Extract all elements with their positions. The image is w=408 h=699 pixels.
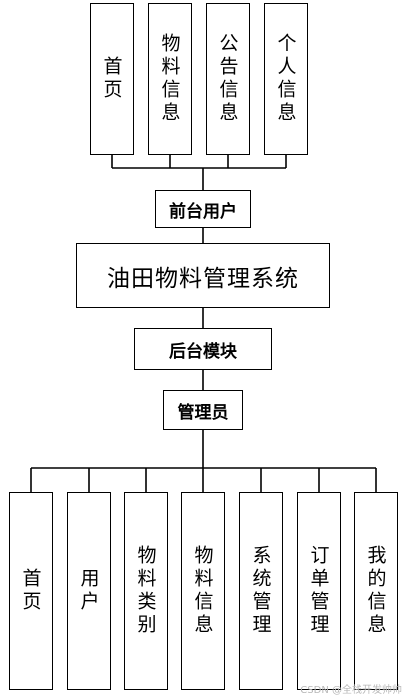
module-box-user: 用户 <box>67 492 111 690</box>
module-box-material-info: 物料信息 <box>181 492 225 690</box>
system-title: 油田物料管理系统 <box>107 265 299 292</box>
module-box-announcement: 公告信息 <box>206 3 250 155</box>
module-box-system-management: 系统管理 <box>239 492 283 690</box>
module-label: 系统管理 <box>249 545 272 637</box>
admin-box: 管理员 <box>163 390 243 430</box>
module-box-home: 首页 <box>9 492 53 690</box>
module-label: 用户 <box>77 568 100 614</box>
admin-label: 管理员 <box>177 402 229 423</box>
module-label: 首页 <box>100 56 123 102</box>
module-label: 物料信息 <box>191 545 214 637</box>
module-label: 我的信息 <box>364 545 387 637</box>
module-label: 公告信息 <box>216 33 239 125</box>
module-label: 订单管理 <box>307 545 330 637</box>
frontend-user-box: 前台用户 <box>155 190 251 228</box>
watermark-text: CSDN @全栈开发帅帅 <box>300 685 402 696</box>
module-box-material-info: 物料信息 <box>148 3 192 155</box>
module-box-my-info: 我的信息 <box>354 492 398 690</box>
backend-module-label: 后台模块 <box>169 341 237 362</box>
module-label: 物料类别 <box>134 545 157 637</box>
module-box-material-category: 物料类别 <box>124 492 168 690</box>
system-title-box: 油田物料管理系统 <box>76 243 330 308</box>
module-box-personal-info: 个人信息 <box>264 3 308 155</box>
module-label: 物料信息 <box>158 33 181 125</box>
frontend-user-label: 前台用户 <box>169 201 237 222</box>
module-label: 首页 <box>19 568 42 614</box>
backend-module-box: 后台模块 <box>134 328 272 370</box>
module-box-home: 首页 <box>90 3 134 155</box>
module-label: 个人信息 <box>274 33 297 125</box>
module-box-order-management: 订单管理 <box>297 492 341 690</box>
